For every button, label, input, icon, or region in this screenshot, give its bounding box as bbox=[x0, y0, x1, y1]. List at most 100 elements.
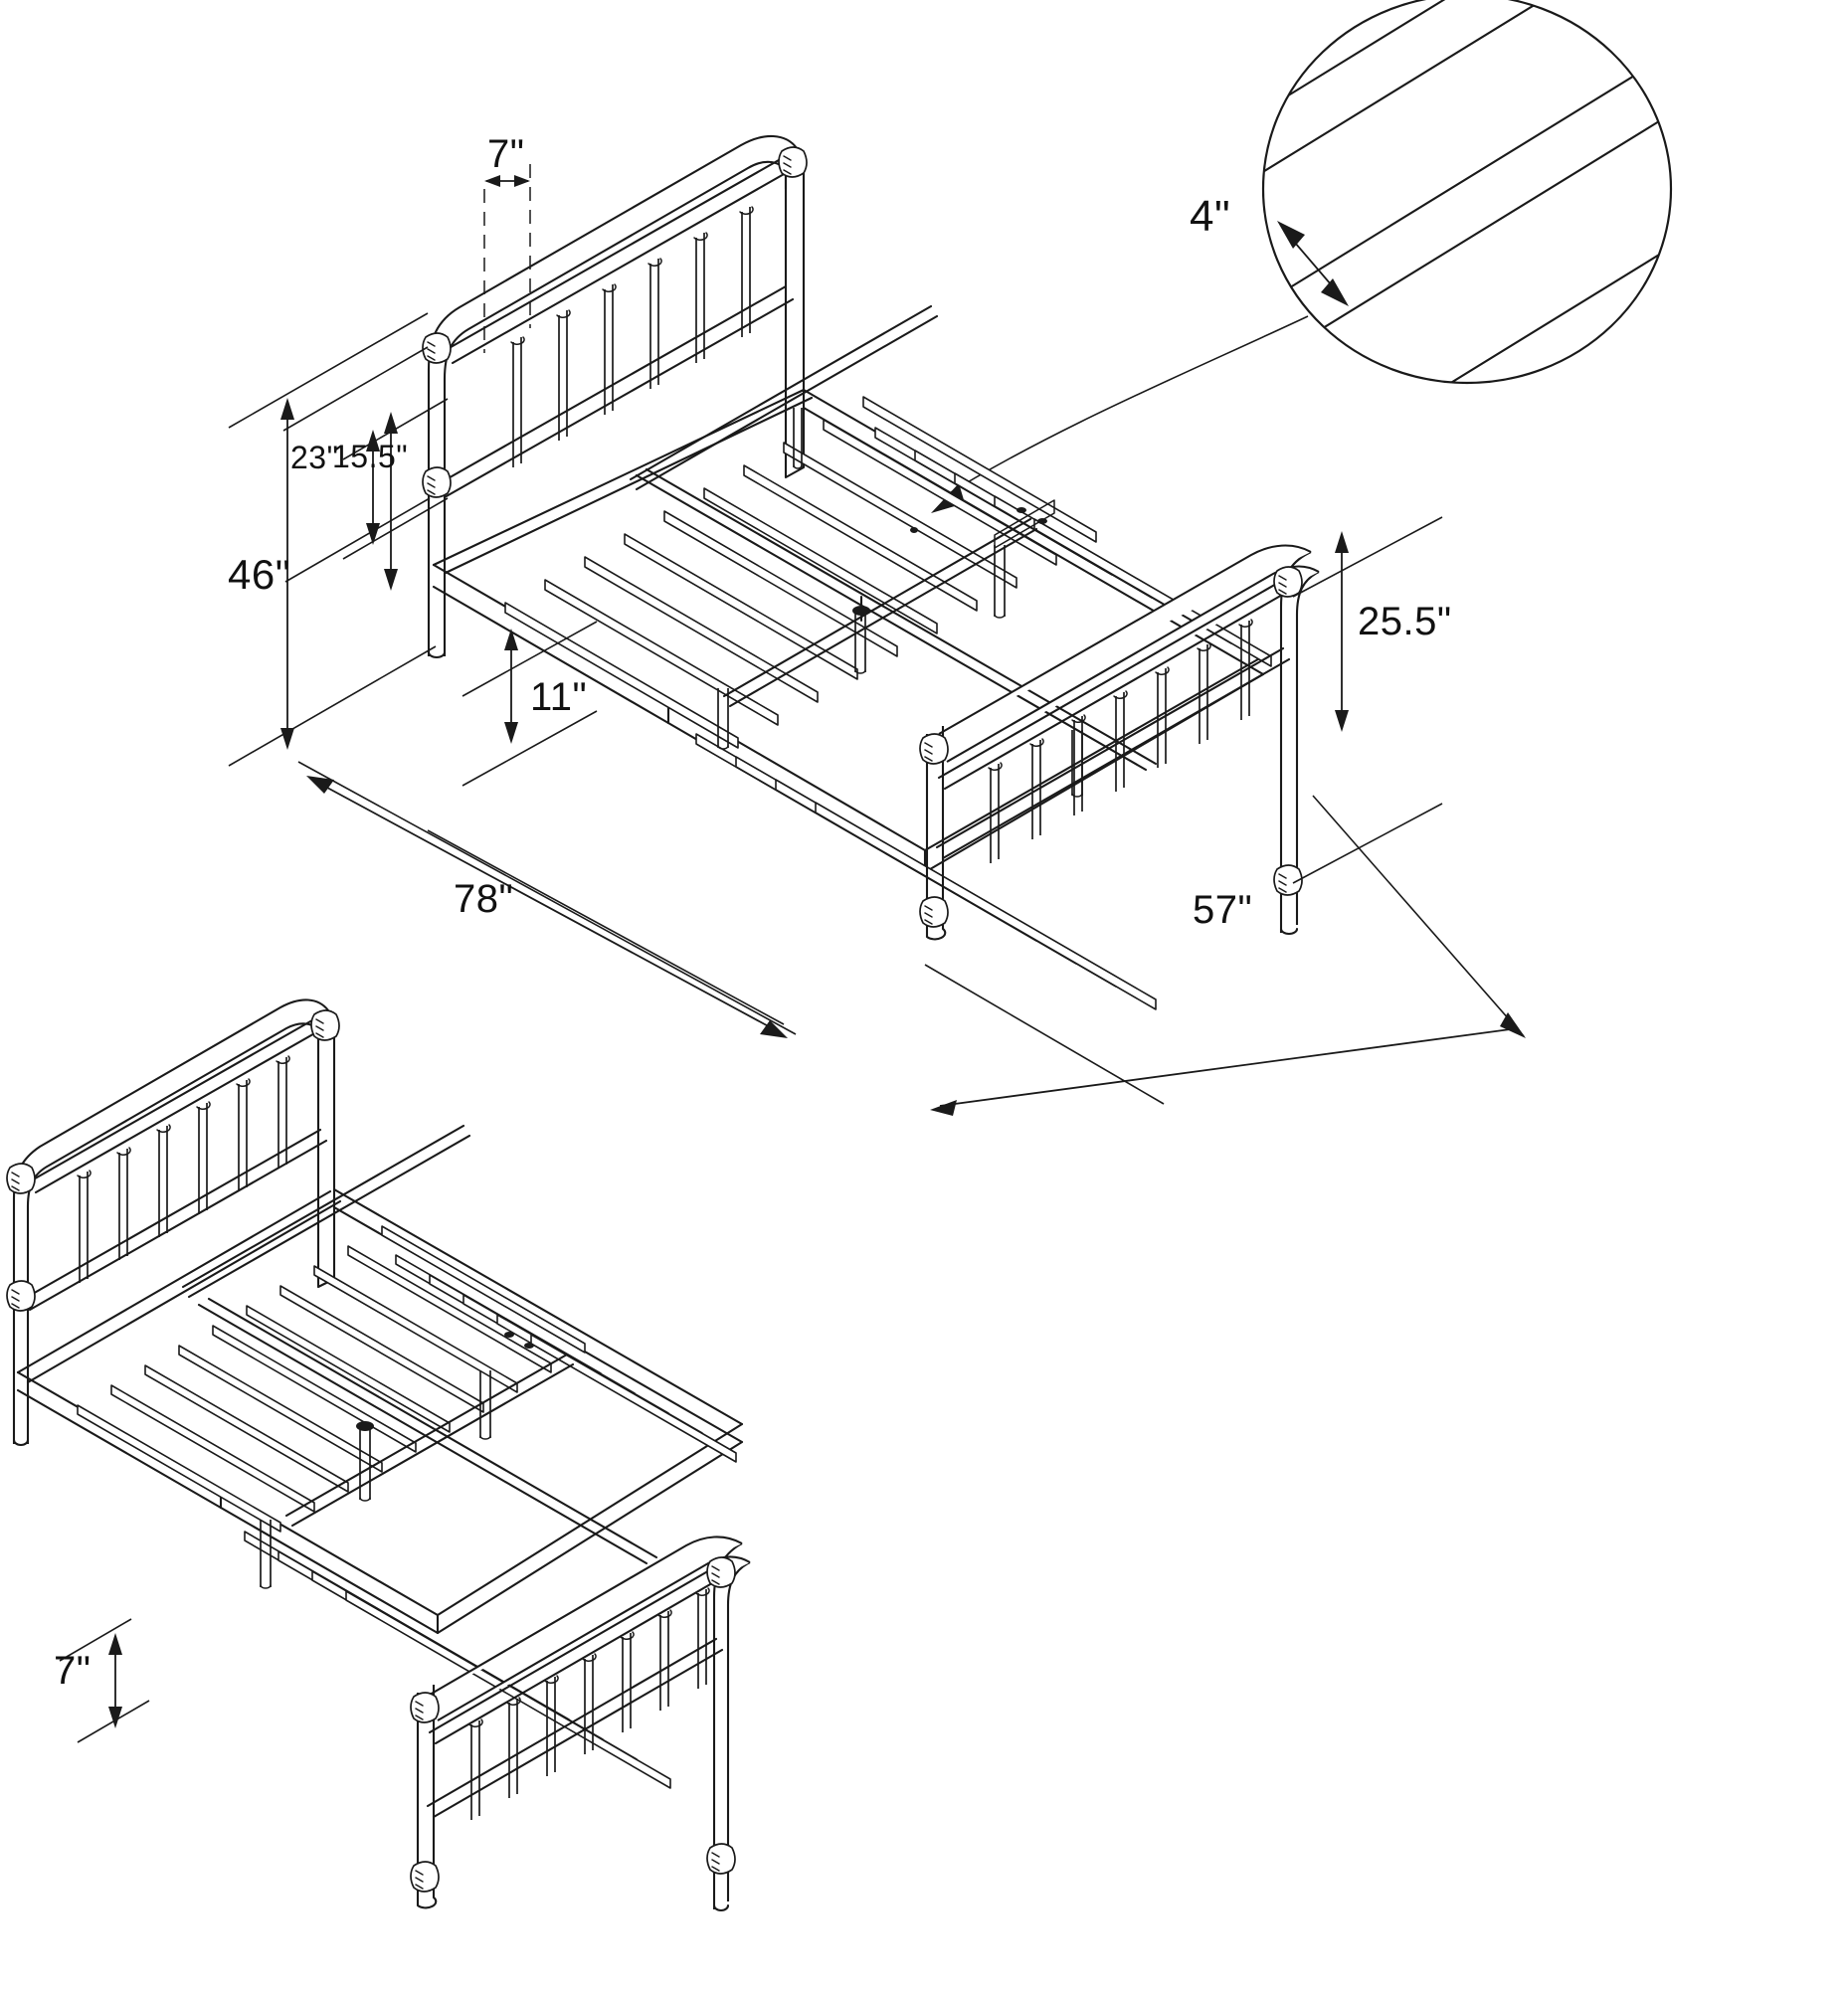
post-collar bbox=[410, 1692, 440, 1723]
post-collar bbox=[410, 1861, 440, 1893]
dim-label-clearance-under-frame: 11" bbox=[530, 675, 588, 719]
slat bbox=[703, 487, 938, 634]
dim-label-bed-length: 78" bbox=[454, 877, 514, 921]
spindle bbox=[602, 283, 617, 415]
post-collar bbox=[778, 146, 808, 178]
spindle bbox=[116, 1147, 131, 1260]
post-collar bbox=[422, 332, 452, 364]
dim-footboard-height bbox=[1292, 516, 1443, 884]
slat bbox=[823, 419, 1057, 566]
slat bbox=[144, 1364, 349, 1493]
center-support-leg bbox=[717, 688, 729, 750]
spindle bbox=[468, 1718, 483, 1820]
spindle bbox=[506, 1697, 521, 1798]
dim-spindle-spacing bbox=[483, 164, 531, 353]
slat bbox=[530, 1334, 737, 1463]
post-collar bbox=[310, 1009, 340, 1041]
main-view-bed bbox=[228, 134, 1526, 1116]
headboard-spindles bbox=[510, 206, 754, 467]
footboard bbox=[919, 544, 1320, 941]
post-collar bbox=[6, 1280, 36, 1312]
spindle bbox=[988, 762, 1003, 863]
slat bbox=[246, 1305, 451, 1433]
center-support-leg bbox=[793, 408, 803, 469]
spindle bbox=[1113, 690, 1128, 792]
detail-callout-content bbox=[1263, 0, 1671, 383]
dim-label-slat-spacing: 4" bbox=[1190, 192, 1231, 241]
platform-slats-secondary bbox=[77, 1225, 737, 1789]
post-collar bbox=[6, 1163, 36, 1194]
spindle bbox=[236, 1078, 251, 1191]
detail-callout-group bbox=[931, 0, 1673, 513]
dim-headboard-panel-height bbox=[282, 346, 431, 591]
slat bbox=[1033, 518, 1272, 667]
dim-deck-height bbox=[59, 1618, 150, 1743]
slat bbox=[77, 1404, 281, 1533]
dim-bed-width bbox=[924, 795, 1526, 1116]
spindle bbox=[556, 309, 571, 441]
dim-label-deck-height: 7" bbox=[54, 1649, 92, 1693]
post-collar bbox=[919, 896, 949, 928]
headboard-spindles-secondary bbox=[77, 1055, 290, 1283]
dim-clearance-under-frame bbox=[462, 621, 598, 787]
detail-leader-line bbox=[931, 315, 1309, 513]
platform-deck bbox=[432, 304, 1272, 1010]
bracket-hardware bbox=[504, 1332, 534, 1349]
leg-foot bbox=[427, 650, 447, 658]
spindle bbox=[582, 1653, 597, 1754]
dim-label-headboard-height: 46" bbox=[228, 551, 291, 598]
slat bbox=[212, 1325, 417, 1453]
spindle bbox=[1071, 714, 1086, 815]
post-collar bbox=[422, 466, 452, 498]
center-support-leg bbox=[260, 1520, 272, 1589]
spindle bbox=[695, 1587, 710, 1689]
post-collar bbox=[1273, 566, 1303, 598]
secondary-view-bed bbox=[6, 998, 751, 1912]
slat bbox=[504, 602, 739, 749]
platform-deck-secondary bbox=[16, 1124, 744, 1789]
footboard-spindles bbox=[988, 619, 1253, 863]
center-support-leg bbox=[852, 606, 870, 674]
post-collar bbox=[1273, 864, 1303, 896]
post-collar bbox=[706, 1843, 736, 1875]
bracket-hardware bbox=[910, 499, 1055, 549]
spindle bbox=[1238, 619, 1253, 720]
detail-slat bbox=[1263, 0, 1671, 175]
detail-slat-spacing-arrow bbox=[1277, 221, 1349, 306]
spindle bbox=[693, 232, 708, 363]
center-support-leg bbox=[479, 1370, 491, 1440]
slat bbox=[279, 1285, 484, 1413]
dim-label-headboard-panel-height: 23" bbox=[290, 440, 339, 475]
slat bbox=[624, 533, 858, 680]
leg-foot bbox=[1279, 927, 1299, 935]
spindle bbox=[1029, 738, 1044, 839]
slat bbox=[347, 1245, 552, 1373]
slat bbox=[178, 1345, 383, 1473]
spindle bbox=[510, 336, 525, 467]
dim-label-spindle-spacing: 7" bbox=[487, 132, 525, 176]
spindle bbox=[657, 1609, 672, 1711]
spindle bbox=[647, 258, 662, 389]
slat bbox=[110, 1384, 315, 1513]
spindle bbox=[739, 206, 754, 337]
slat bbox=[381, 1225, 586, 1354]
dim-bed-length bbox=[297, 761, 797, 1038]
spindle bbox=[196, 1101, 211, 1214]
slat bbox=[783, 442, 1017, 589]
cross-beam bbox=[722, 517, 1038, 708]
footboard-secondary bbox=[410, 1536, 751, 1912]
spindle bbox=[77, 1170, 92, 1283]
platform-slats-near bbox=[695, 733, 1157, 1010]
spindle bbox=[276, 1055, 290, 1169]
spindle bbox=[544, 1675, 559, 1776]
slat bbox=[815, 802, 1157, 1010]
footboard-spindles-secondary bbox=[468, 1587, 710, 1820]
slat bbox=[584, 556, 819, 703]
slat bbox=[313, 1265, 518, 1393]
dim-headboard-height bbox=[228, 312, 437, 767]
center-support-leg bbox=[356, 1421, 374, 1502]
spindle bbox=[1155, 666, 1170, 768]
slat bbox=[862, 396, 1097, 543]
slat bbox=[544, 579, 779, 726]
